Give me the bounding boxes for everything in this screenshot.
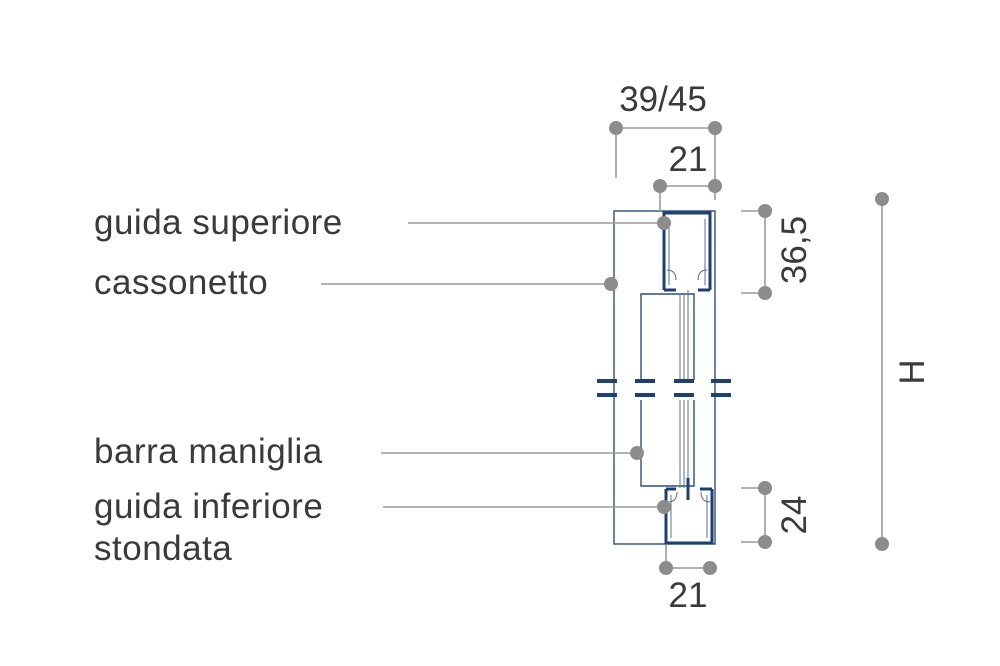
callout-dot	[604, 277, 618, 291]
handle-bar-profile	[640, 293, 695, 487]
label-handle-bar: barra maniglia	[94, 432, 323, 471]
dim-bottom-guide-height-value: 24	[775, 496, 814, 535]
callout-cassonetto	[321, 277, 618, 291]
dimension-overall-width: 39/45	[609, 80, 722, 200]
dimension-top-guide-width: 21	[653, 140, 722, 211]
label-top-guide: guida superiore	[94, 203, 343, 242]
dim-top-guide-height-value: 36,5	[775, 216, 814, 284]
dim-top-guide-width-value: 21	[669, 140, 708, 179]
label-cassonetto: cassonetto	[94, 263, 268, 302]
break-marks	[597, 379, 731, 397]
top-guide-profile	[662, 211, 712, 292]
dim-bottom-guide-width-value: 21	[669, 576, 708, 615]
sash-lines	[679, 290, 690, 500]
callout-handle-bar	[381, 446, 644, 460]
callout-bottom-guide	[383, 500, 671, 514]
dim-height-value: H	[893, 359, 932, 384]
dimension-top-guide-height: 36,5	[741, 204, 814, 300]
dimension-bottom-guide-width: 21	[659, 545, 717, 615]
dimension-height: H	[875, 192, 932, 551]
label-bottom-guide-line1: guida inferiore	[94, 487, 323, 526]
callout-dot	[657, 216, 671, 230]
dimension-bottom-guide-height: 24	[741, 481, 814, 549]
bottom-guide-profile	[664, 487, 714, 545]
label-bottom-guide-line2: stondata	[94, 529, 232, 568]
callout-top-guide	[408, 216, 671, 230]
profile-section	[597, 210, 731, 545]
dim-overall-width-value: 39/45	[619, 80, 707, 119]
callout-dot	[657, 500, 671, 514]
callout-dot	[630, 446, 644, 460]
